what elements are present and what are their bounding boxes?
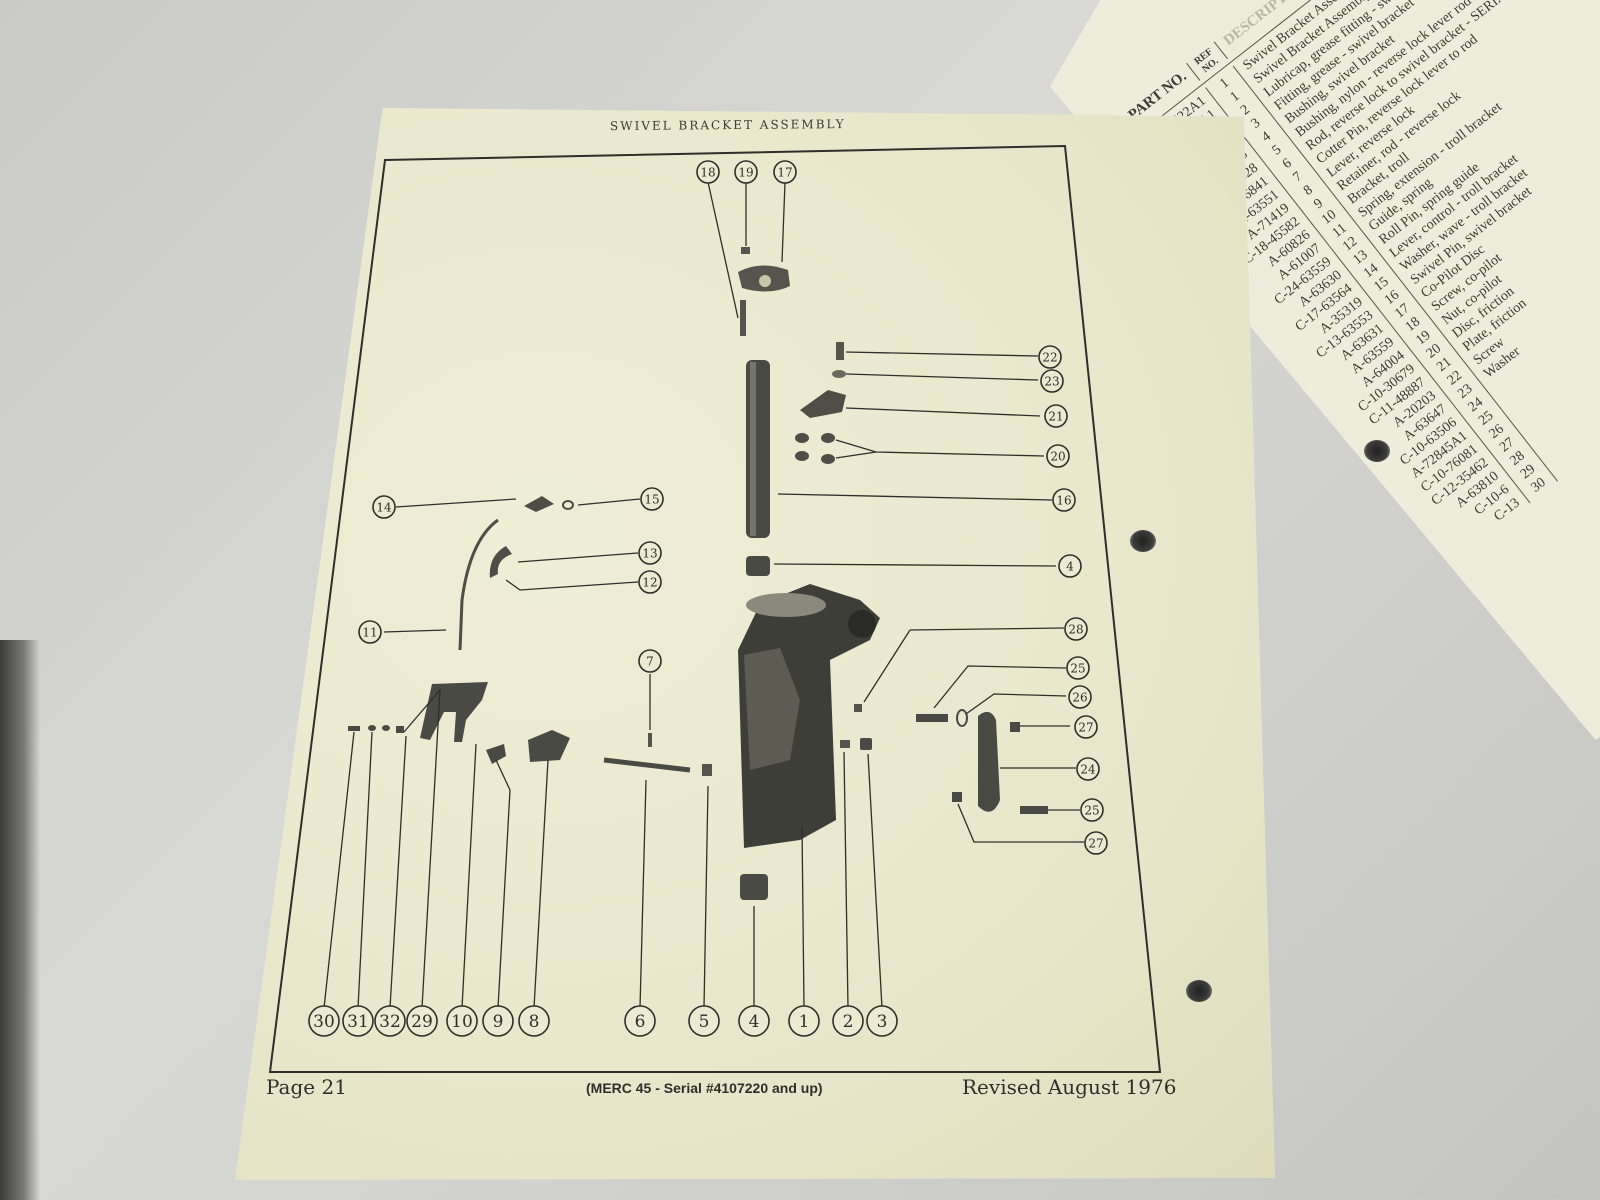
callout-label: 26 — [1072, 690, 1087, 704]
revision-date: Revised August 1976 — [962, 1075, 1177, 1099]
callout-label: 21 — [1048, 409, 1063, 423]
callout-label: 19 — [738, 165, 753, 179]
callout-label: 27 — [1078, 720, 1093, 734]
binder-hole — [1186, 980, 1212, 1002]
callout-label: 8 — [529, 1012, 540, 1032]
callout-label: 23 — [1044, 374, 1059, 388]
callout-label: 5 — [699, 1012, 710, 1032]
callout-26: 26 — [1068, 685, 1092, 709]
binder-hole — [1364, 440, 1390, 462]
callout-9: 9 — [482, 1005, 514, 1037]
callout-4: 4 — [1058, 554, 1082, 578]
callout-8: 8 — [518, 1005, 550, 1037]
callout-27: 27 — [1084, 831, 1108, 855]
callout-6: 6 — [624, 1005, 656, 1037]
callout-11: 11 — [358, 620, 382, 644]
callout-label: 1 — [799, 1012, 810, 1032]
callout-label: 7 — [646, 654, 654, 668]
callout-label: 12 — [642, 575, 657, 589]
callout-label: 4 — [1066, 559, 1074, 573]
callout-25: 25 — [1066, 656, 1090, 680]
callout-17: 17 — [773, 160, 797, 184]
callout-10: 10 — [446, 1005, 478, 1037]
callout-25: 25 — [1080, 798, 1104, 822]
callout-27: 27 — [1074, 715, 1098, 739]
callout-31: 31 — [342, 1005, 374, 1037]
leader-lines — [323, 181, 1084, 1009]
callout-label: 4 — [749, 1012, 760, 1032]
callout-label: 29 — [411, 1012, 433, 1032]
binder-hole — [1130, 530, 1156, 552]
callout-label: 25 — [1070, 661, 1085, 675]
callout-label: 10 — [451, 1012, 473, 1032]
callout-12: 12 — [638, 570, 662, 594]
callout-label: 24 — [1080, 762, 1096, 776]
callout-16: 16 — [1052, 488, 1076, 512]
callout-3: 3 — [866, 1005, 898, 1037]
callout-19: 19 — [734, 160, 758, 184]
callout-18: 18 — [696, 160, 720, 184]
callout-label: 15 — [644, 492, 659, 506]
model-note: (MERC 45 - Serial #4107220 and up) — [586, 1080, 823, 1096]
callout-label: 11 — [362, 625, 377, 639]
callout-label: 25 — [1084, 803, 1099, 817]
callout-label: 28 — [1068, 622, 1083, 636]
callout-2: 2 — [832, 1005, 864, 1037]
callout-23: 23 — [1040, 369, 1064, 393]
callout-label: 22 — [1042, 350, 1057, 364]
callout-13: 13 — [638, 541, 662, 565]
callout-label: 32 — [379, 1012, 401, 1032]
callout-label: 14 — [376, 500, 392, 514]
callout-label: 9 — [493, 1012, 504, 1032]
page-number: Page 21 — [266, 1075, 347, 1099]
callout-20: 20 — [1046, 444, 1070, 468]
callout-label: 18 — [700, 165, 715, 179]
callout-5: 5 — [688, 1005, 720, 1037]
callout-29: 29 — [406, 1005, 438, 1037]
callout-label: 27 — [1088, 836, 1103, 850]
callout-32: 32 — [374, 1005, 406, 1037]
callout-label: 2 — [843, 1012, 854, 1032]
callout-30: 30 — [308, 1005, 340, 1037]
callout-28: 28 — [1064, 617, 1088, 641]
callout-label: 17 — [777, 165, 792, 179]
callout-7: 7 — [638, 649, 662, 673]
callout-21: 21 — [1044, 404, 1068, 428]
callout-label: 3 — [877, 1012, 888, 1032]
callout-label: 20 — [1050, 449, 1065, 463]
callout-4: 4 — [738, 1005, 770, 1037]
callout-1: 1 — [788, 1005, 820, 1037]
callout-label: 30 — [313, 1012, 335, 1032]
callout-label: 13 — [642, 546, 657, 560]
callout-15: 15 — [640, 487, 664, 511]
parts-drawings — [348, 247, 1048, 900]
background-shadow — [0, 640, 40, 1200]
callout-label: 31 — [347, 1012, 369, 1032]
callout-label: 16 — [1056, 493, 1071, 507]
callout-14: 14 — [372, 495, 396, 519]
callout-label: 6 — [635, 1012, 646, 1032]
callout-22: 22 — [1038, 345, 1062, 369]
callout-24: 24 — [1076, 757, 1100, 781]
